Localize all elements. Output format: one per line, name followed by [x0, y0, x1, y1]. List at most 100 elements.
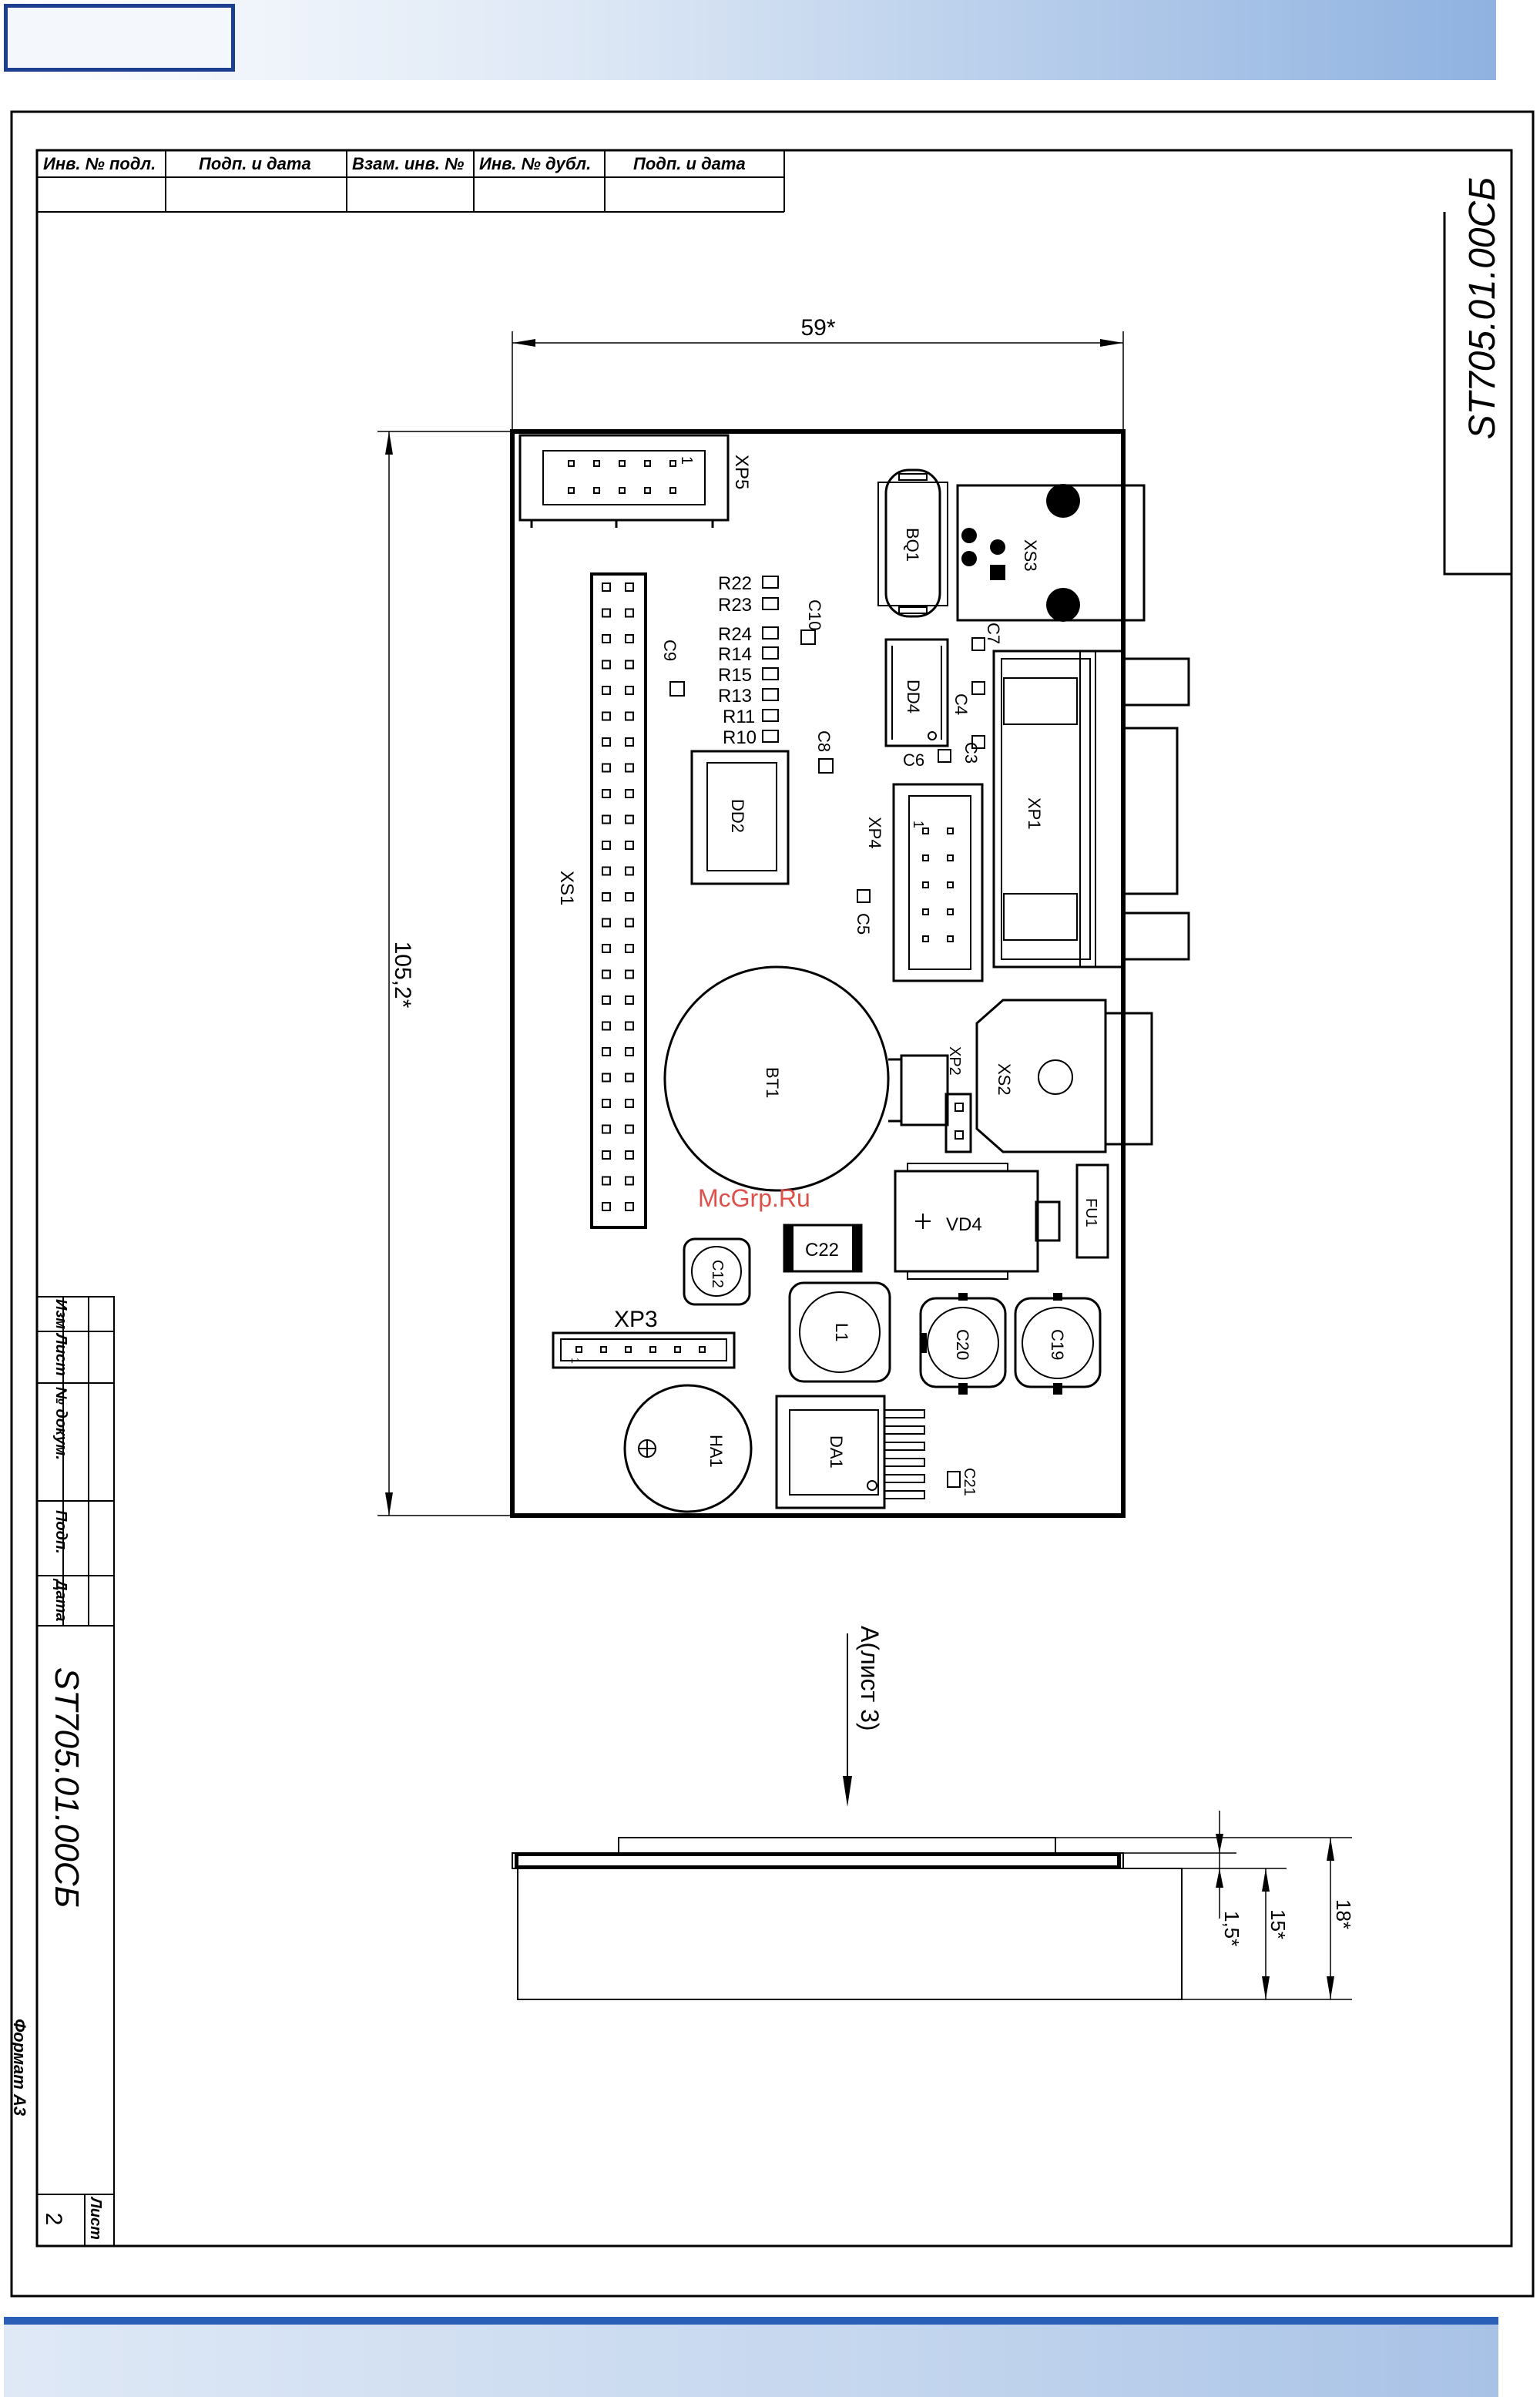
c10-label: C10	[805, 599, 824, 630]
side-dim-board: 1,5*	[1220, 1911, 1243, 1946]
c8-label: C8	[814, 730, 834, 752]
r23-label: R23	[718, 595, 752, 616]
c21-capacitor: C21	[947, 1468, 978, 1496]
xs1-pin	[625, 634, 634, 643]
xs3-label: XS3	[1021, 539, 1040, 572]
top-stamp-table: Инв. № подл. Подп. и дата Взам. инв. № И…	[37, 150, 785, 213]
xp3-connector: XP3 1	[552, 1307, 736, 1369]
xs1-pin	[602, 1202, 611, 1211]
r11-label: R11	[723, 707, 755, 727]
xs1-pin	[625, 763, 634, 773]
width-dimension: 59*	[512, 315, 1124, 431]
xp5-label: XP5	[731, 455, 752, 489]
r14-label: R14	[718, 644, 752, 665]
xs1-pin	[625, 737, 634, 747]
da1-pin	[884, 1425, 925, 1435]
r24-label: R24	[718, 624, 752, 645]
xs1-pin	[602, 711, 611, 721]
c20-capacitor: C20	[919, 1293, 1007, 1395]
sheet-label: Лист	[87, 2196, 104, 2240]
c12-capacitor: C12	[683, 1237, 751, 1306]
da1-pin	[884, 1442, 925, 1451]
section-view-label: А(лист 3)	[856, 1626, 884, 1731]
xs1-pin	[602, 969, 611, 979]
xs1-pin	[602, 634, 611, 643]
xp5-connector: 1 XP5	[518, 434, 752, 528]
xs1-pin	[602, 1150, 611, 1160]
xs1-pin	[625, 814, 634, 824]
stamp-header-5: Подп. и дата	[633, 154, 746, 173]
da1-regulator: DA1	[775, 1395, 925, 1509]
l1-label: L1	[832, 1323, 851, 1341]
xs1-pin	[625, 686, 634, 695]
designation-top: ST705.01.00СБ	[1462, 177, 1503, 440]
c7-label: C7	[984, 623, 1003, 644]
footer-bar	[4, 2317, 1498, 2397]
stamp-header-1: Инв. № подл.	[43, 154, 156, 173]
height-dim-label: 105,2*	[390, 942, 415, 1009]
c5-label: C5	[854, 913, 873, 935]
xs2-label: XS2	[995, 1063, 1014, 1096]
c22-capacitor: C22	[783, 1224, 863, 1273]
vd4-diode: VD4	[894, 1163, 1061, 1280]
xs3-connector: XS3	[956, 484, 1146, 622]
stamp-header-4: Инв. № дубл.	[479, 154, 591, 173]
xs1-pin	[625, 660, 634, 670]
pcb-side-view: 1,5* 15* 18*	[512, 1811, 1355, 2000]
xp2-label: XP2	[946, 1046, 963, 1076]
c3-label: C3	[961, 742, 981, 764]
designation-bottom: ST705.01.00СБ	[48, 1667, 86, 1908]
da1-label: DA1	[827, 1435, 846, 1469]
pcb-top-view: 59* 105,2* 1 XP5	[377, 315, 1190, 1518]
xs1-pin	[625, 866, 634, 876]
xs1-pin	[602, 608, 611, 618]
xp4-label: XP4	[865, 817, 884, 849]
pcb-outline	[510, 429, 1126, 1518]
height-dimension: 105,2*	[377, 431, 512, 1516]
xs1-label: XS1	[556, 871, 577, 905]
xs2-connector: XS2	[975, 999, 1153, 1153]
xs1-pin	[602, 737, 611, 747]
xs1-pin	[602, 866, 611, 876]
header-bar	[0, 0, 1496, 80]
xp1-connector: XP1	[992, 650, 1190, 969]
stamp-header-3: Взам. инв. №	[352, 154, 464, 173]
xs1-header: XS1	[556, 572, 647, 1229]
r22-label: R22	[718, 573, 752, 594]
c12-label: C12	[709, 1260, 726, 1288]
xs1-pin	[625, 892, 634, 901]
xs1-pin	[625, 918, 634, 928]
xs1-pin	[625, 789, 634, 798]
resistor-array: R22 R23 R24 R14 R15 R13 R11 R10	[718, 573, 779, 748]
stamp-left-date: Дата	[52, 1578, 69, 1621]
fu1-fuse: FU1	[1075, 1163, 1109, 1259]
vd4-label: VD4	[946, 1214, 982, 1235]
sheet-number: 2	[41, 2213, 66, 2226]
xp1-label: XP1	[1025, 797, 1044, 830]
xs1-pin	[625, 1073, 634, 1083]
xs1-pin	[602, 1099, 611, 1108]
c19-capacitor: C19	[1014, 1293, 1102, 1395]
stamp-header-2: Подп. и дата	[199, 154, 311, 173]
dd4-label: DD4	[904, 680, 923, 713]
xs1-pin	[625, 608, 634, 618]
xs1-pin	[602, 660, 611, 670]
xs1-pin	[625, 841, 634, 850]
width-dim-label: 59*	[800, 315, 835, 341]
xs1-pin	[602, 1124, 611, 1134]
watermark: McGrp.Ru	[698, 1184, 810, 1212]
xs1-pin	[625, 1021, 634, 1031]
xs1-pin	[625, 1099, 634, 1108]
c6-label: C6	[903, 750, 924, 770]
da1-pin	[884, 1490, 925, 1499]
xs1-pin	[625, 944, 634, 953]
header-tab	[4, 4, 235, 72]
bq1-label: BQ1	[903, 528, 922, 562]
xs1-pin	[625, 1176, 634, 1186]
r15-label: R15	[718, 665, 752, 686]
r10-label: R10	[723, 727, 757, 748]
xs1-pin	[602, 918, 611, 928]
da1-pin	[884, 1409, 925, 1418]
xs1-pin	[625, 995, 634, 1005]
xs1-pin	[602, 814, 611, 824]
